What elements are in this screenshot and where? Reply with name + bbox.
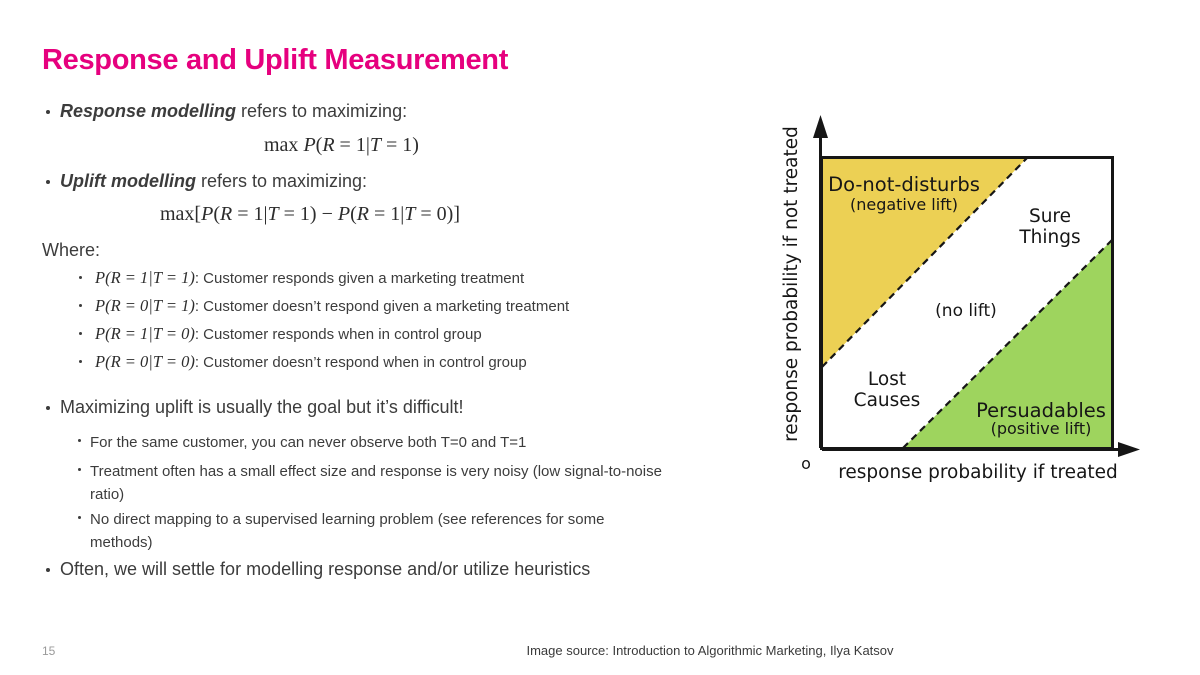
label-positive-lift: (positive lift): [991, 419, 1092, 438]
where-label: Where:: [42, 240, 101, 260]
response-formula: max P(R = 1|T = 1): [264, 134, 419, 157]
bullet-icon: [78, 516, 81, 519]
formula-part: = 0)]: [415, 203, 460, 225]
probability-description: : Customer doesn’t respond given a marke…: [194, 298, 570, 315]
probability-expression: P(R = 1|T = 1): [95, 268, 195, 287]
where-item: P(R = 1|T = 0): Customer responds when i…: [95, 323, 482, 346]
bullet-rest-text: refers to maximizing:: [236, 101, 408, 121]
probability-expression: P(R = 0|T = 0): [95, 352, 195, 371]
bullet-icon: [78, 468, 81, 471]
bullet-maximizing-uplift: Maximizing uplift is usually the goal bu…: [60, 397, 464, 417]
bullet-response-modelling: Response modelling refers to maximizing:: [60, 101, 407, 122]
label-persuadables: Persuadables: [976, 399, 1106, 422]
negative-lift-boundary-dashed-line: [821, 157, 1028, 368]
page-title: Response and Uplift Measurement: [42, 44, 509, 76]
label-negative-lift: (negative lift): [850, 195, 958, 214]
bullet-icon: [79, 276, 82, 279]
formula-part: R: [322, 134, 335, 156]
formula-part: = 1|: [368, 203, 405, 225]
positive-lift-boundary-dashed-line: [902, 239, 1113, 449]
formula-part: T: [369, 134, 381, 156]
label-do-not-disturbs: Do-not-disturbs: [828, 173, 980, 196]
label-sure: Sure: [1029, 206, 1071, 227]
where-item: P(R = 0|T = 0): Customer doesn’t respond…: [95, 351, 527, 374]
label-lost: Lost: [868, 369, 906, 390]
formula-part: max: [264, 134, 304, 156]
bullet-rest-text: refers to maximizing:: [195, 171, 368, 191]
image-source-credit: Image source: Introduction to Algorithmi…: [526, 643, 894, 658]
formula-part: T: [267, 203, 279, 225]
formula-part: R: [219, 203, 233, 225]
where-item: P(R = 0|T = 1): Customer doesn’t respond…: [95, 295, 569, 318]
bullet-icon: [78, 439, 81, 442]
origin-label: o: [801, 454, 811, 473]
formula-part: T: [404, 203, 416, 225]
bullet-icon: [46, 180, 50, 184]
where-item: P(R = 1|T = 1): Customer responds given …: [95, 267, 524, 290]
probability-description: : Customer doesn’t respond when in contr…: [194, 354, 527, 371]
sub-bullet-never-observe: For the same customer, you can never obs…: [90, 434, 527, 451]
formula-part: P: [303, 134, 316, 156]
formula-part: R: [356, 203, 369, 225]
bullet-icon: [46, 110, 50, 114]
formula-part: P: [337, 203, 351, 225]
sub-bullet-small-effect: Treatment often has a small effect size …: [90, 463, 662, 503]
probability-description: : Customer responds when in control grou…: [194, 326, 482, 343]
bullet-icon: [79, 332, 82, 335]
bullet-icon: [79, 304, 82, 307]
probability-expression: P(R = 0|T = 1): [95, 296, 195, 315]
formula-part: = 1) −: [278, 203, 338, 225]
bullet-lead-text: Uplift modelling: [60, 171, 196, 191]
bullet-icon: [46, 568, 50, 572]
formula-part: = 1|: [334, 134, 370, 156]
bullet-icon: [79, 360, 82, 363]
y-axis-label: response probability if not treated: [781, 126, 802, 442]
formula-part: (: [213, 203, 220, 225]
label-causes: Causes: [854, 390, 921, 411]
label-no-lift: (no lift): [935, 301, 997, 321]
formula-part: = 1|: [232, 203, 268, 225]
y-axis-arrowhead-icon: [813, 115, 828, 138]
uplift-formula: max[P(R = 1|T = 1) − P(R = 1|T = 0)]: [160, 203, 460, 226]
formula-part: = 1): [380, 134, 419, 156]
probability-expression: P(R = 1|T = 0): [95, 324, 195, 343]
probability-description: : Customer responds given a marketing tr…: [194, 270, 525, 287]
x-axis-label: response probability if treated: [838, 462, 1118, 483]
bullet-uplift-modelling: Uplift modelling refers to maximizing:: [60, 171, 367, 192]
label-things: Things: [1018, 227, 1080, 248]
bullet-icon: [46, 406, 50, 410]
bullet-lead-text: Response modelling: [60, 101, 237, 121]
sub-bullet-no-direct-mapping: No direct mapping to a supervised learni…: [90, 511, 605, 551]
formula-part: max[: [160, 203, 202, 225]
slide-number: 15: [42, 644, 56, 658]
formula-part: (: [350, 203, 357, 225]
formula-part: (: [315, 134, 323, 156]
uplift-quadrant-diagram: Do-not-disturbs (negative lift) Sure Thi…: [781, 115, 1140, 483]
x-axis-arrowhead-icon: [1118, 442, 1140, 457]
formula-part: P: [201, 203, 214, 225]
bullet-settle-for-response: Often, we will settle for modelling resp…: [60, 559, 591, 579]
